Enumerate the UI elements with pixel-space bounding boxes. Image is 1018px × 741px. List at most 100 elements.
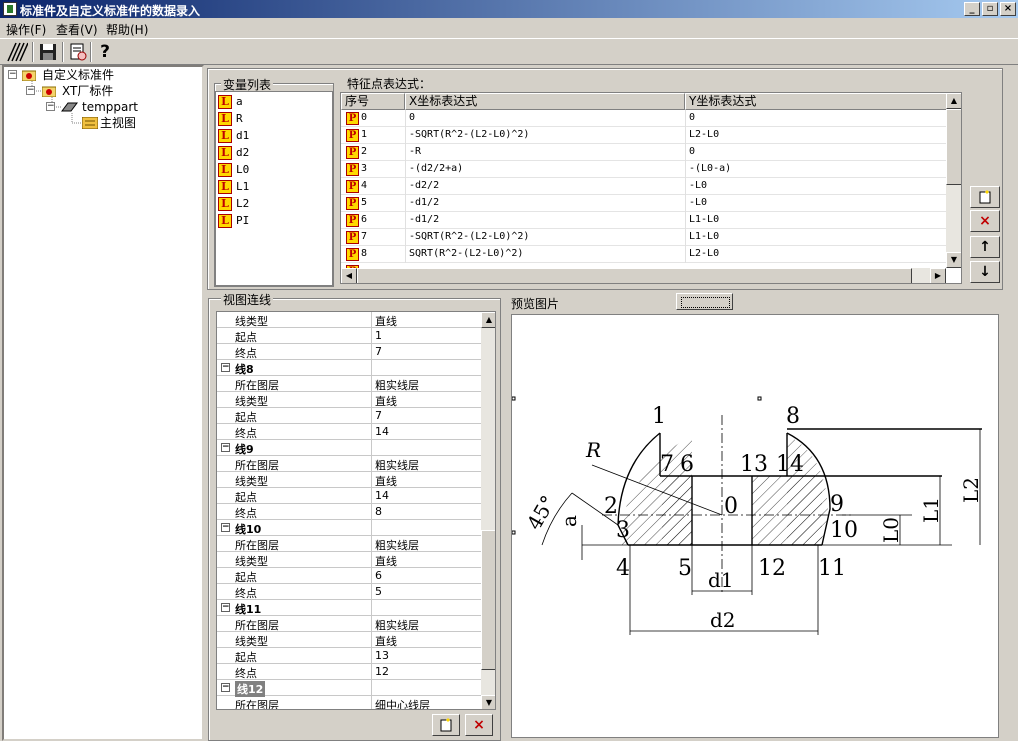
property-value[interactable]: 1 xyxy=(375,329,382,342)
add-point-button[interactable] xyxy=(970,186,1000,208)
property-row[interactable]: 线类型直线 xyxy=(217,312,481,328)
hatch-icon[interactable] xyxy=(6,41,29,63)
property-category[interactable]: −线11 xyxy=(217,600,481,616)
scroll-right-icon[interactable]: ▶ xyxy=(930,268,946,283)
property-value[interactable]: 粗实线层 xyxy=(375,379,419,392)
menu-help[interactable]: 帮助(H) xyxy=(106,23,149,37)
property-value[interactable]: 7 xyxy=(375,345,382,358)
feature-table-hscroll[interactable]: ◀ ▶ xyxy=(341,268,946,283)
property-row[interactable]: 线类型直线 xyxy=(217,392,481,408)
delete-line-button[interactable]: × xyxy=(465,714,493,736)
part-tree[interactable]: − 自定义标准件 − XT厂标件 − temppart 主视图 xyxy=(2,65,204,741)
property-value[interactable]: 直线 xyxy=(375,395,397,408)
scroll-up-icon[interactable]: ▲ xyxy=(946,93,961,109)
menu-operation[interactable]: 操作(F) xyxy=(6,23,47,37)
property-row[interactable]: 所在图层粗实线层 xyxy=(217,376,481,392)
property-row[interactable]: 线类型直线 xyxy=(217,552,481,568)
collapse-icon[interactable]: − xyxy=(221,682,230,692)
move-down-button[interactable]: ↓ xyxy=(970,261,1000,283)
collapse-icon[interactable]: − xyxy=(221,602,230,612)
property-value[interactable]: 直线 xyxy=(375,475,397,488)
close-button[interactable]: × xyxy=(1000,2,1016,16)
scroll-down-icon[interactable]: ▼ xyxy=(946,252,961,268)
save-icon[interactable] xyxy=(37,41,59,63)
property-row[interactable]: 线类型直线 xyxy=(217,632,481,648)
help-icon[interactable]: ? xyxy=(100,42,110,62)
property-row[interactable]: 线类型直线 xyxy=(217,472,481,488)
property-value[interactable]: 5 xyxy=(375,585,382,598)
property-row[interactable]: 所在图层粗实线层 xyxy=(217,536,481,552)
move-up-button[interactable]: ↑ xyxy=(970,236,1000,258)
minimize-button[interactable]: _ xyxy=(964,2,980,16)
property-row[interactable]: 所在图层粗实线层 xyxy=(217,616,481,632)
scroll-down-icon[interactable]: ▼ xyxy=(481,695,495,709)
collapse-icon[interactable]: − xyxy=(221,442,230,452)
collapse-icon[interactable]: − xyxy=(8,69,17,79)
scroll-thumb[interactable] xyxy=(481,530,495,670)
property-value[interactable]: 14 xyxy=(375,425,389,438)
property-value[interactable]: 14 xyxy=(375,489,389,502)
property-value[interactable]: 12 xyxy=(375,665,389,678)
property-category[interactable]: −线10 xyxy=(217,520,481,536)
preview-refresh-button[interactable] xyxy=(676,293,733,310)
property-value[interactable]: 7 xyxy=(375,409,382,422)
property-value[interactable]: 粗实线层 xyxy=(375,619,419,632)
print-preview-icon[interactable] xyxy=(67,41,89,63)
property-value[interactable]: 粗实线层 xyxy=(375,539,419,552)
property-value[interactable]: 直线 xyxy=(375,555,397,568)
property-category[interactable]: −线9 xyxy=(217,440,481,456)
view-lines-vscroll[interactable]: ▲ ▼ xyxy=(481,312,495,709)
column-header-no[interactable]: 序号 xyxy=(341,93,405,110)
collapse-icon[interactable]: − xyxy=(46,101,55,111)
restore-button[interactable]: ▫ xyxy=(982,2,998,16)
scroll-left-icon[interactable]: ◀ xyxy=(341,268,357,283)
property-value[interactable]: 直线 xyxy=(375,315,397,328)
property-value[interactable]: 6 xyxy=(375,569,382,582)
property-row[interactable]: 所在图层细中心线层 xyxy=(217,696,481,710)
property-category[interactable]: −线12 xyxy=(217,680,481,697)
delete-point-button[interactable]: × xyxy=(970,210,1000,232)
collapse-icon[interactable]: − xyxy=(221,362,230,372)
menu-view[interactable]: 查看(V) xyxy=(56,23,98,37)
add-line-button[interactable] xyxy=(432,714,460,736)
scroll-thumb[interactable] xyxy=(357,268,912,283)
property-value[interactable]: 细中心线层 xyxy=(375,699,430,710)
scroll-thumb[interactable] xyxy=(946,109,961,185)
property-value[interactable]: 粗实线层 xyxy=(375,459,419,472)
property-value[interactable]: 直线 xyxy=(375,635,397,648)
column-header-x[interactable]: X坐标表达式 xyxy=(405,93,685,110)
property-row[interactable]: 所在图层粗实线层 xyxy=(217,456,481,472)
feature-table-vscroll[interactable]: ▲ ▼ xyxy=(946,93,961,268)
property-category[interactable]: −线8 xyxy=(217,360,481,376)
property-value[interactable]: 8 xyxy=(375,505,382,518)
